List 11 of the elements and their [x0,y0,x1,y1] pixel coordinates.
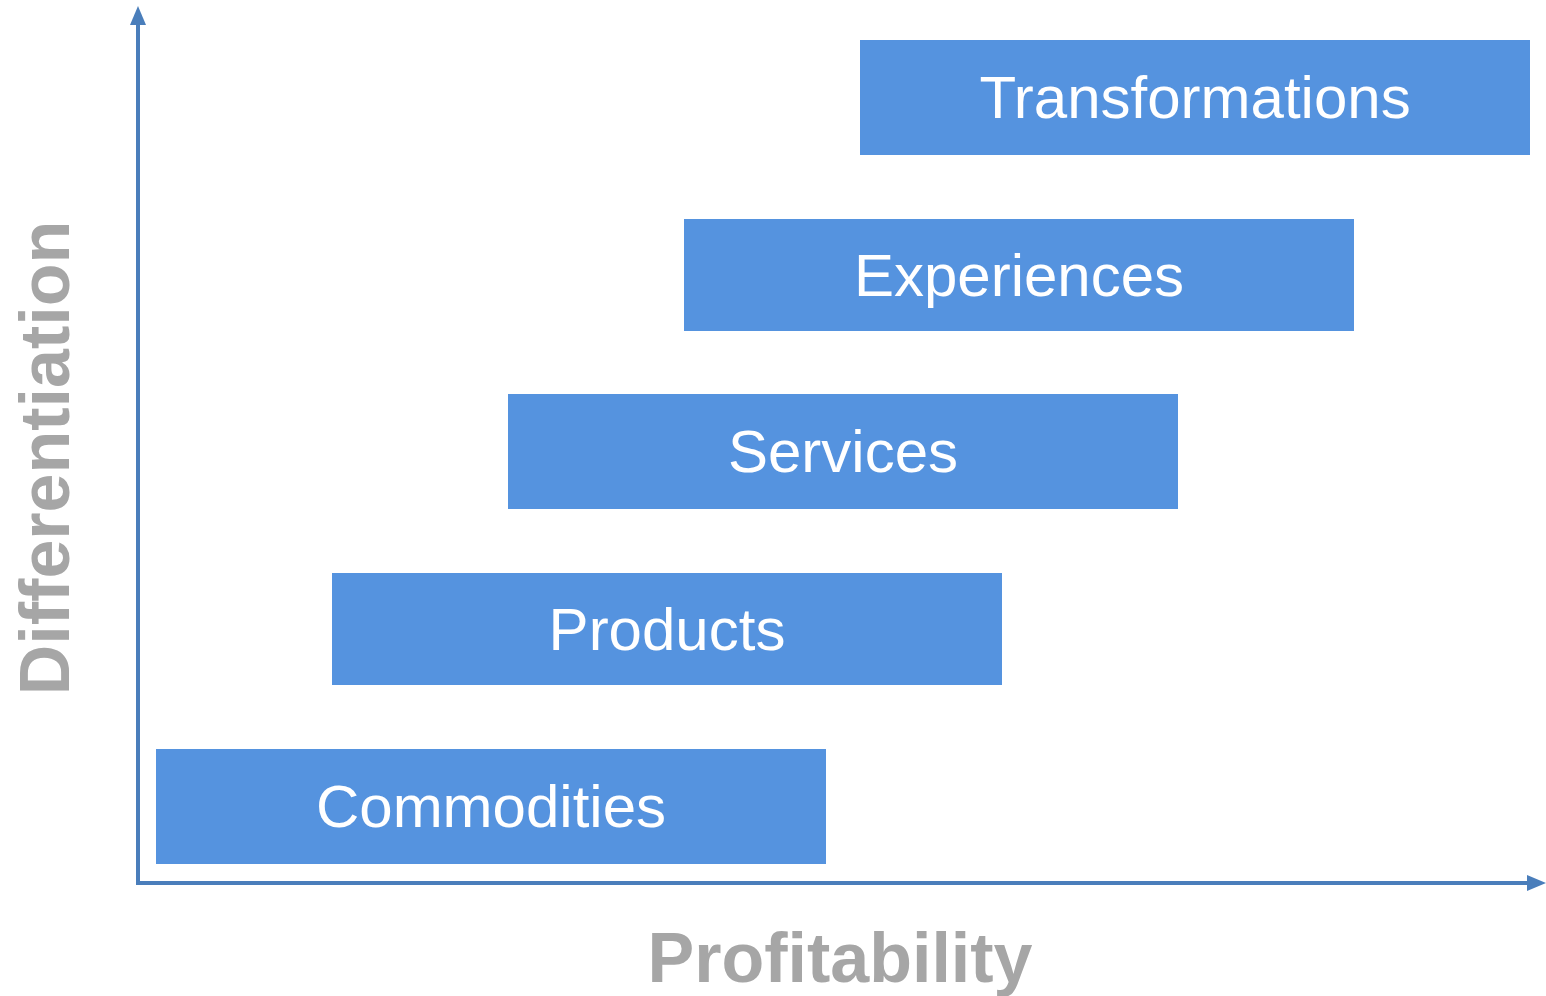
stage-bar [332,573,1002,685]
stage-label: Products [548,594,786,664]
stage-bar [860,40,1530,155]
stage-bar [684,219,1354,331]
y-axis-title: Differentiation [5,220,86,696]
stage-bar [156,749,826,864]
stage-label: Services [727,417,959,486]
stage-label: Commodities [315,772,667,841]
stage-label: Experiences [853,240,1185,310]
stage-label: Transformations [979,63,1411,132]
stage-bar [508,394,1178,509]
